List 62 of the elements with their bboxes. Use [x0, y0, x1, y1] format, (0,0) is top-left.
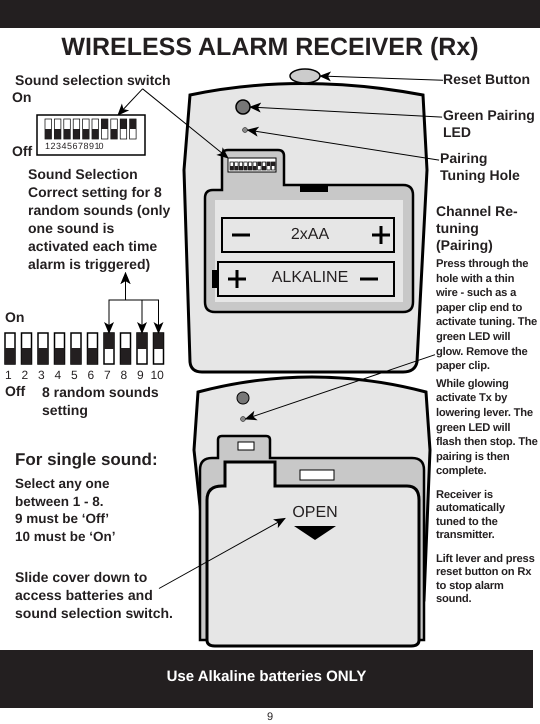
dip-switch	[136, 332, 148, 365]
heading-text: Channel Re-tuning (Pairing)	[436, 203, 519, 254]
arrow	[319, 71, 444, 82]
arrow	[249, 102, 443, 118]
arrow	[117, 88, 144, 116]
switch-number: 8	[120, 368, 128, 382]
switch-number: 2	[22, 368, 28, 382]
switch-number: 4	[54, 368, 62, 382]
switch-number: 9	[137, 368, 144, 382]
arrow	[244, 354, 436, 420]
instruction-text: Press through the hole with a thin wire - such as a paper clip end to activate tuning. The green LED will glow. Remove the paper clip.	[436, 257, 538, 374]
dip-switch-block	[36, 114, 146, 156]
switch-number: 1 2 3 4 5 6 7 8 9 10	[45, 141, 104, 152]
switch-number: 7	[104, 368, 111, 382]
instruction-text: Correct setting for 8 random sounds (only one sound is activated each time alarm is triggered)	[28, 183, 172, 273]
dip-switch	[120, 332, 132, 365]
section-heading: For single sound:	[15, 450, 159, 470]
switch-number: 5	[71, 368, 78, 382]
arrow	[158, 518, 286, 589]
arrow	[120, 272, 164, 334]
callout-text: Reset Button	[443, 71, 530, 88]
instruction-text: Lift lever and press reset button on Rx to stop alarm sound.	[436, 552, 536, 607]
instruction-text: 9 must be ‘Off’	[15, 511, 110, 528]
callout-text: Slide cover down to access batteries and sound selection switch.	[15, 568, 175, 622]
caption-text: 8 random sounds setting	[42, 383, 160, 419]
arrow	[246, 126, 440, 161]
tuning-hole	[242, 127, 248, 133]
switch-state-label: Off	[12, 143, 32, 160]
callout-text: Green Pairing LED	[443, 107, 538, 141]
dip-switch	[103, 332, 115, 365]
battery-label: ALKALINE	[270, 268, 350, 288]
instruction-text: Receiver is automatically tuned to the transmitter.	[436, 488, 506, 543]
dip-switch	[70, 332, 82, 365]
page-number: 9	[266, 711, 274, 724]
dip-switch	[4, 332, 16, 365]
cover-label: OPEN	[285, 503, 345, 522]
notice-text: Use Alkaline batteries ONLY	[166, 668, 368, 686]
instruction-text: 10 must be ‘On’	[15, 529, 117, 546]
dip-switch	[37, 332, 49, 365]
arrow	[142, 88, 229, 159]
dip-switch	[20, 332, 32, 365]
instruction-text: Select any one between 1 - 8.	[15, 475, 111, 511]
switch-number: 6	[88, 368, 94, 382]
switch-state-label: On	[5, 309, 24, 326]
instruction-text: While glowing activate Tx by lowering lever. The green LED will flash then stop. The pairing is then complete.	[436, 376, 538, 479]
page-title: WIRELESS ALARM RECEIVER (Rx)	[60, 33, 480, 62]
dip-switch	[54, 332, 66, 365]
battery-label: 2xAA	[290, 225, 330, 244]
tuning-hole	[240, 416, 246, 422]
switch-state-label: On	[12, 89, 32, 106]
callout-text: Sound selection switch	[15, 72, 171, 89]
dip-switch	[152, 332, 164, 365]
led-light	[235, 99, 251, 115]
reset-button	[289, 68, 321, 84]
callout-text: Pairing Tuning Hole	[440, 150, 535, 184]
heading-text: Sound Selection	[28, 165, 139, 183]
switch-window	[228, 158, 276, 172]
switch-state-label: Off	[5, 383, 26, 400]
switch-number: 3	[38, 368, 45, 382]
dip-switch	[86, 332, 98, 365]
switch-number: 10	[150, 368, 164, 382]
switch-number: 1	[5, 368, 12, 382]
